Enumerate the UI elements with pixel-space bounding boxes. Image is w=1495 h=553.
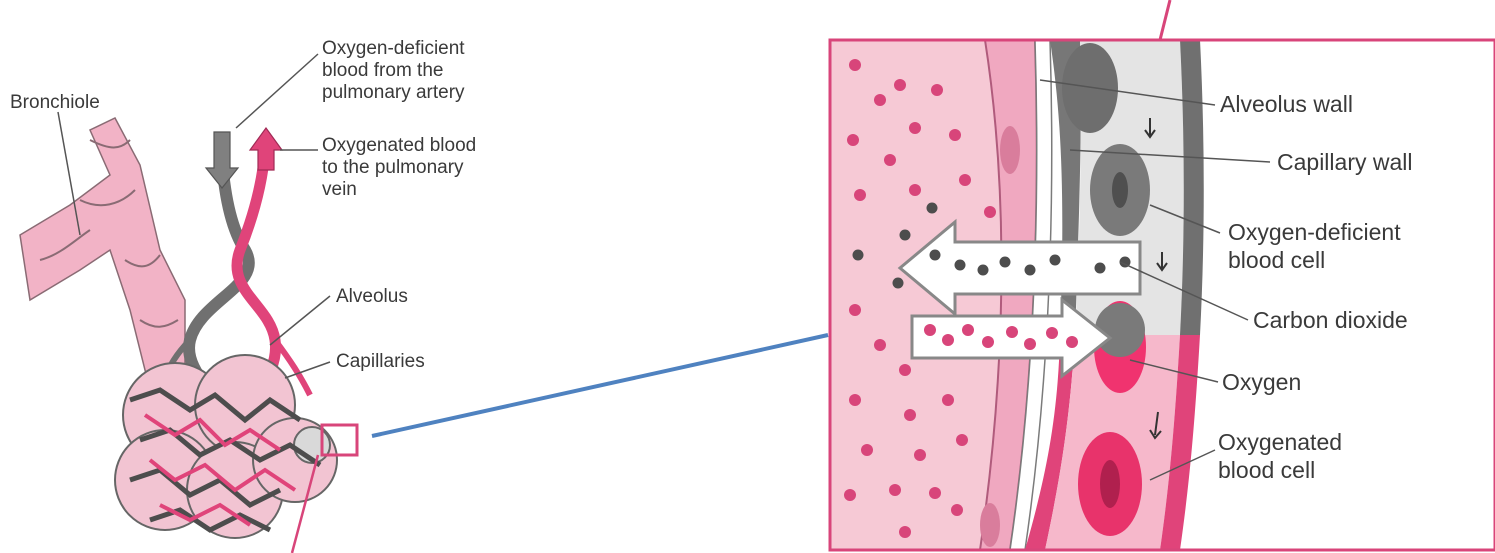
label-alveolus-wall: Alveolus wall: [1220, 90, 1353, 118]
label-carbon-dioxide: Carbon dioxide: [1253, 306, 1408, 334]
connector-line: [372, 335, 828, 436]
label-oxygenated-blood: Oxygenated blood to the pulmonary vein: [322, 135, 476, 201]
label-oxygen-deficient-cell: Oxygen-deficient blood cell: [1228, 218, 1401, 274]
label-oxygenated-cell: Oxygenated blood cell: [1218, 428, 1342, 484]
label-capillaries: Capillaries: [336, 351, 425, 373]
bronchiole: [20, 118, 185, 390]
label-capillary-wall: Capillary wall: [1277, 148, 1412, 176]
flow-arrows: [206, 128, 282, 188]
down-arrow-icon: [206, 132, 238, 188]
label-oxygen: Oxygen: [1222, 368, 1301, 396]
up-arrow-icon: [250, 128, 282, 170]
label-alveolus: Alveolus: [336, 286, 408, 308]
label-bronchiole: Bronchiole: [10, 92, 100, 114]
label-oxygen-deficient-blood: Oxygen-deficient blood from the pulmonar…: [322, 38, 465, 104]
